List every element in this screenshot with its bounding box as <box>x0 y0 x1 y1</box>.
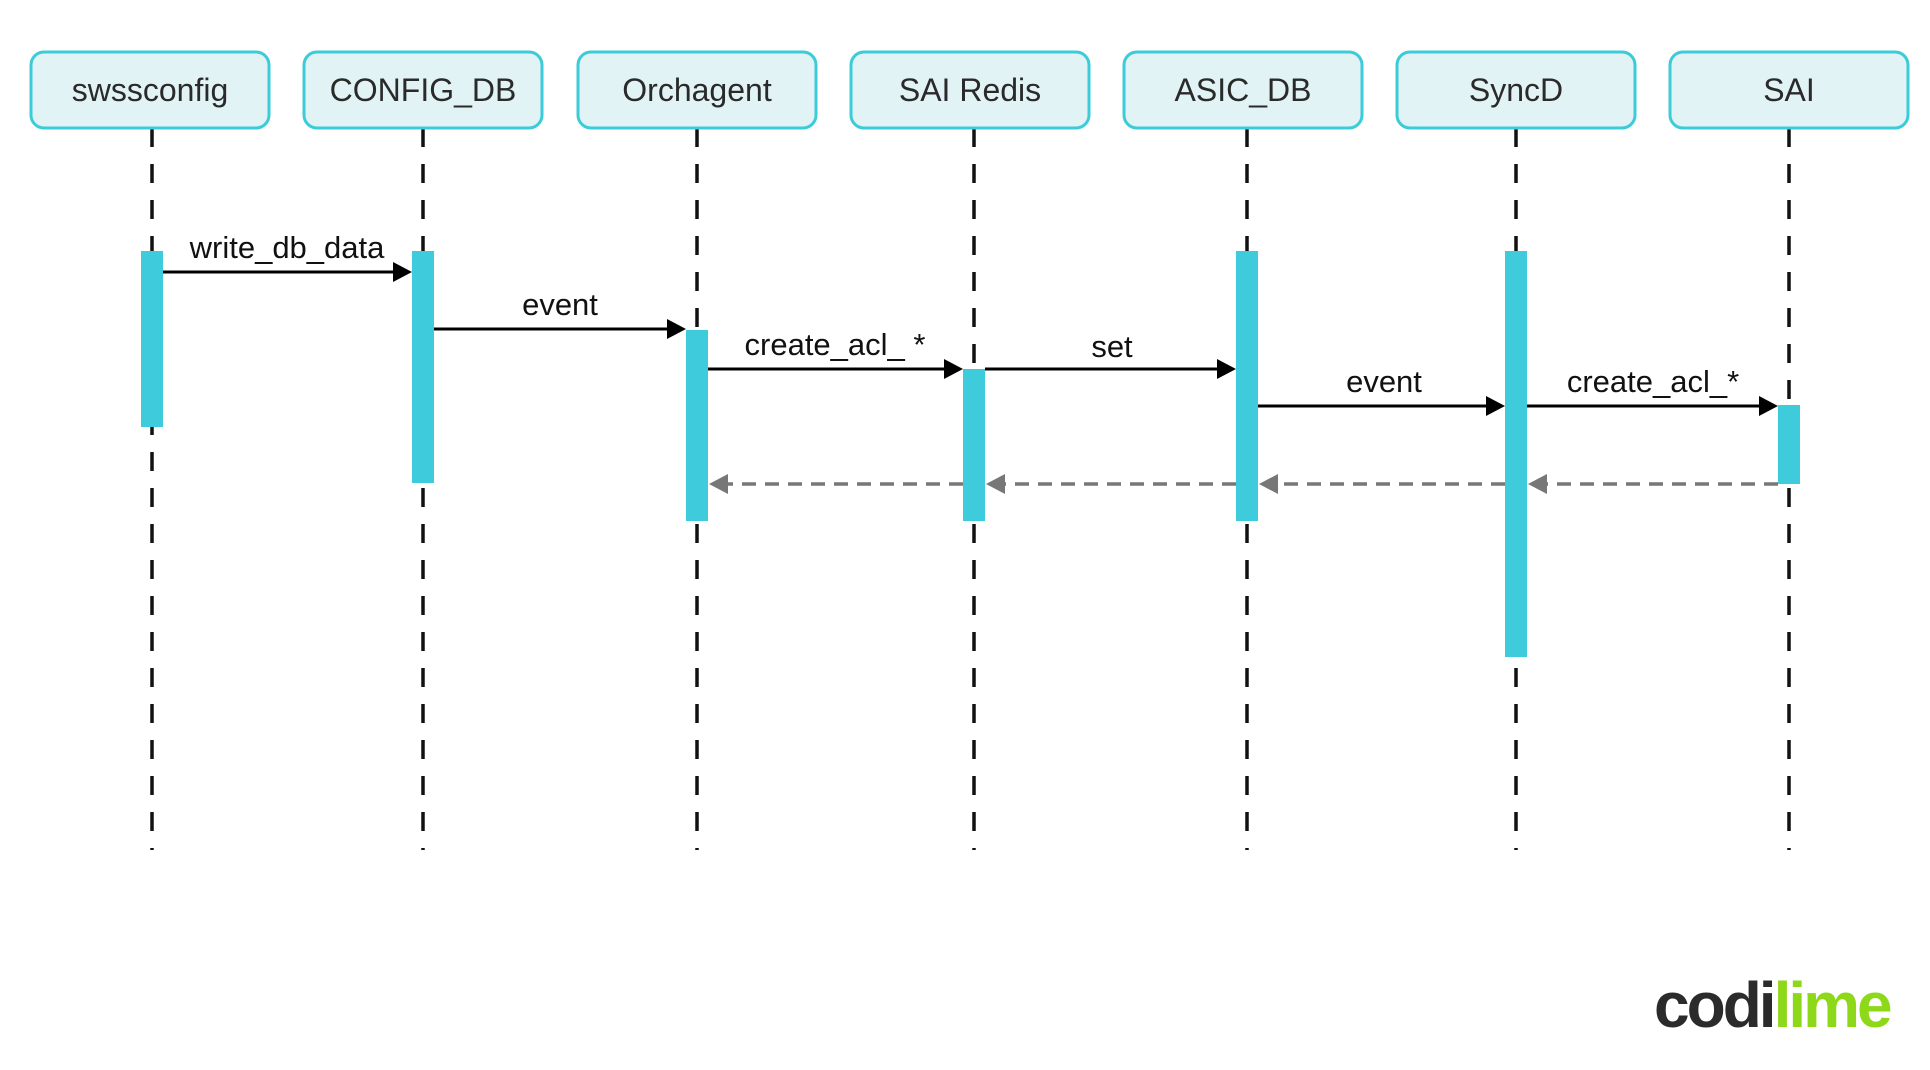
participant-syncd: SyncD <box>1395 50 1637 130</box>
message-event-2: event <box>1258 364 1505 416</box>
activation-asic-db <box>1236 251 1258 521</box>
message-write-db-data: write_db_data <box>163 230 412 282</box>
participant-box <box>29 50 271 130</box>
activations <box>141 251 1800 657</box>
arrowhead-icon <box>1759 396 1778 416</box>
participant-label: Orchagent <box>622 72 772 108</box>
return-sai-to-syncd <box>1528 474 1778 494</box>
participant-label: SAI Redis <box>899 72 1041 108</box>
participant-box <box>1122 50 1364 130</box>
participant-label: swssconfig <box>72 72 229 108</box>
participant-sai: SAI <box>1668 50 1910 130</box>
arrowhead-icon <box>1486 396 1505 416</box>
return-syncd-to-asic-db <box>1259 474 1505 494</box>
message-label: event <box>522 287 598 322</box>
activation-orchagent <box>686 330 708 521</box>
return-sai-redis-to-orchagent <box>709 474 963 494</box>
svg-text:codilime: codilime <box>1654 969 1891 1041</box>
arrowhead-icon <box>986 474 1005 494</box>
participant-box <box>576 50 818 130</box>
message-label: set <box>1091 329 1133 364</box>
participant-sai-redis: SAI Redis <box>849 50 1091 130</box>
arrowhead-icon <box>393 262 412 282</box>
logo-text-green: lime <box>1774 969 1891 1041</box>
participant-box <box>1395 50 1637 130</box>
participant-box <box>302 50 544 130</box>
logo-text-dark: codi <box>1654 969 1774 1041</box>
participant-label: ASIC_DB <box>1175 72 1312 108</box>
activation-sai-redis <box>963 369 985 521</box>
arrowhead-icon <box>944 359 963 379</box>
activation-sai <box>1778 405 1800 484</box>
participant-asic-db: ASIC_DB <box>1122 50 1364 130</box>
participant-label: CONFIG_DB <box>330 72 517 108</box>
arrowhead-icon <box>1528 474 1547 494</box>
arrowhead-icon <box>667 319 686 339</box>
message-label: event <box>1346 364 1422 399</box>
arrowhead-icon <box>1217 359 1236 379</box>
return-asic-db-to-sai-redis <box>986 474 1236 494</box>
activation-config-db <box>412 251 434 483</box>
participant-config-db: CONFIG_DB <box>302 50 544 130</box>
activation-swssconfig <box>141 251 163 427</box>
message-label: create_acl_* <box>1567 364 1739 399</box>
participant-orchagent: Orchagent <box>576 50 818 130</box>
message-create-acl-1: create_acl_ * <box>708 327 963 379</box>
participant-swssconfig: swssconfig <box>29 50 271 130</box>
message-label: create_acl_ * <box>745 327 926 362</box>
message-set: set <box>985 329 1236 379</box>
arrowhead-icon <box>709 474 728 494</box>
message-create-acl-2: create_acl_* <box>1527 364 1778 416</box>
message-event-1: event <box>434 287 686 339</box>
participant-box <box>849 50 1091 130</box>
codilime-logo: codilime <box>1654 969 1894 1041</box>
participant-label: SAI <box>1763 72 1815 108</box>
activation-syncd <box>1505 251 1527 657</box>
arrowhead-icon <box>1259 474 1278 494</box>
message-label: write_db_data <box>189 230 386 265</box>
participant-label: SyncD <box>1469 72 1563 108</box>
participant-box <box>1668 50 1910 130</box>
